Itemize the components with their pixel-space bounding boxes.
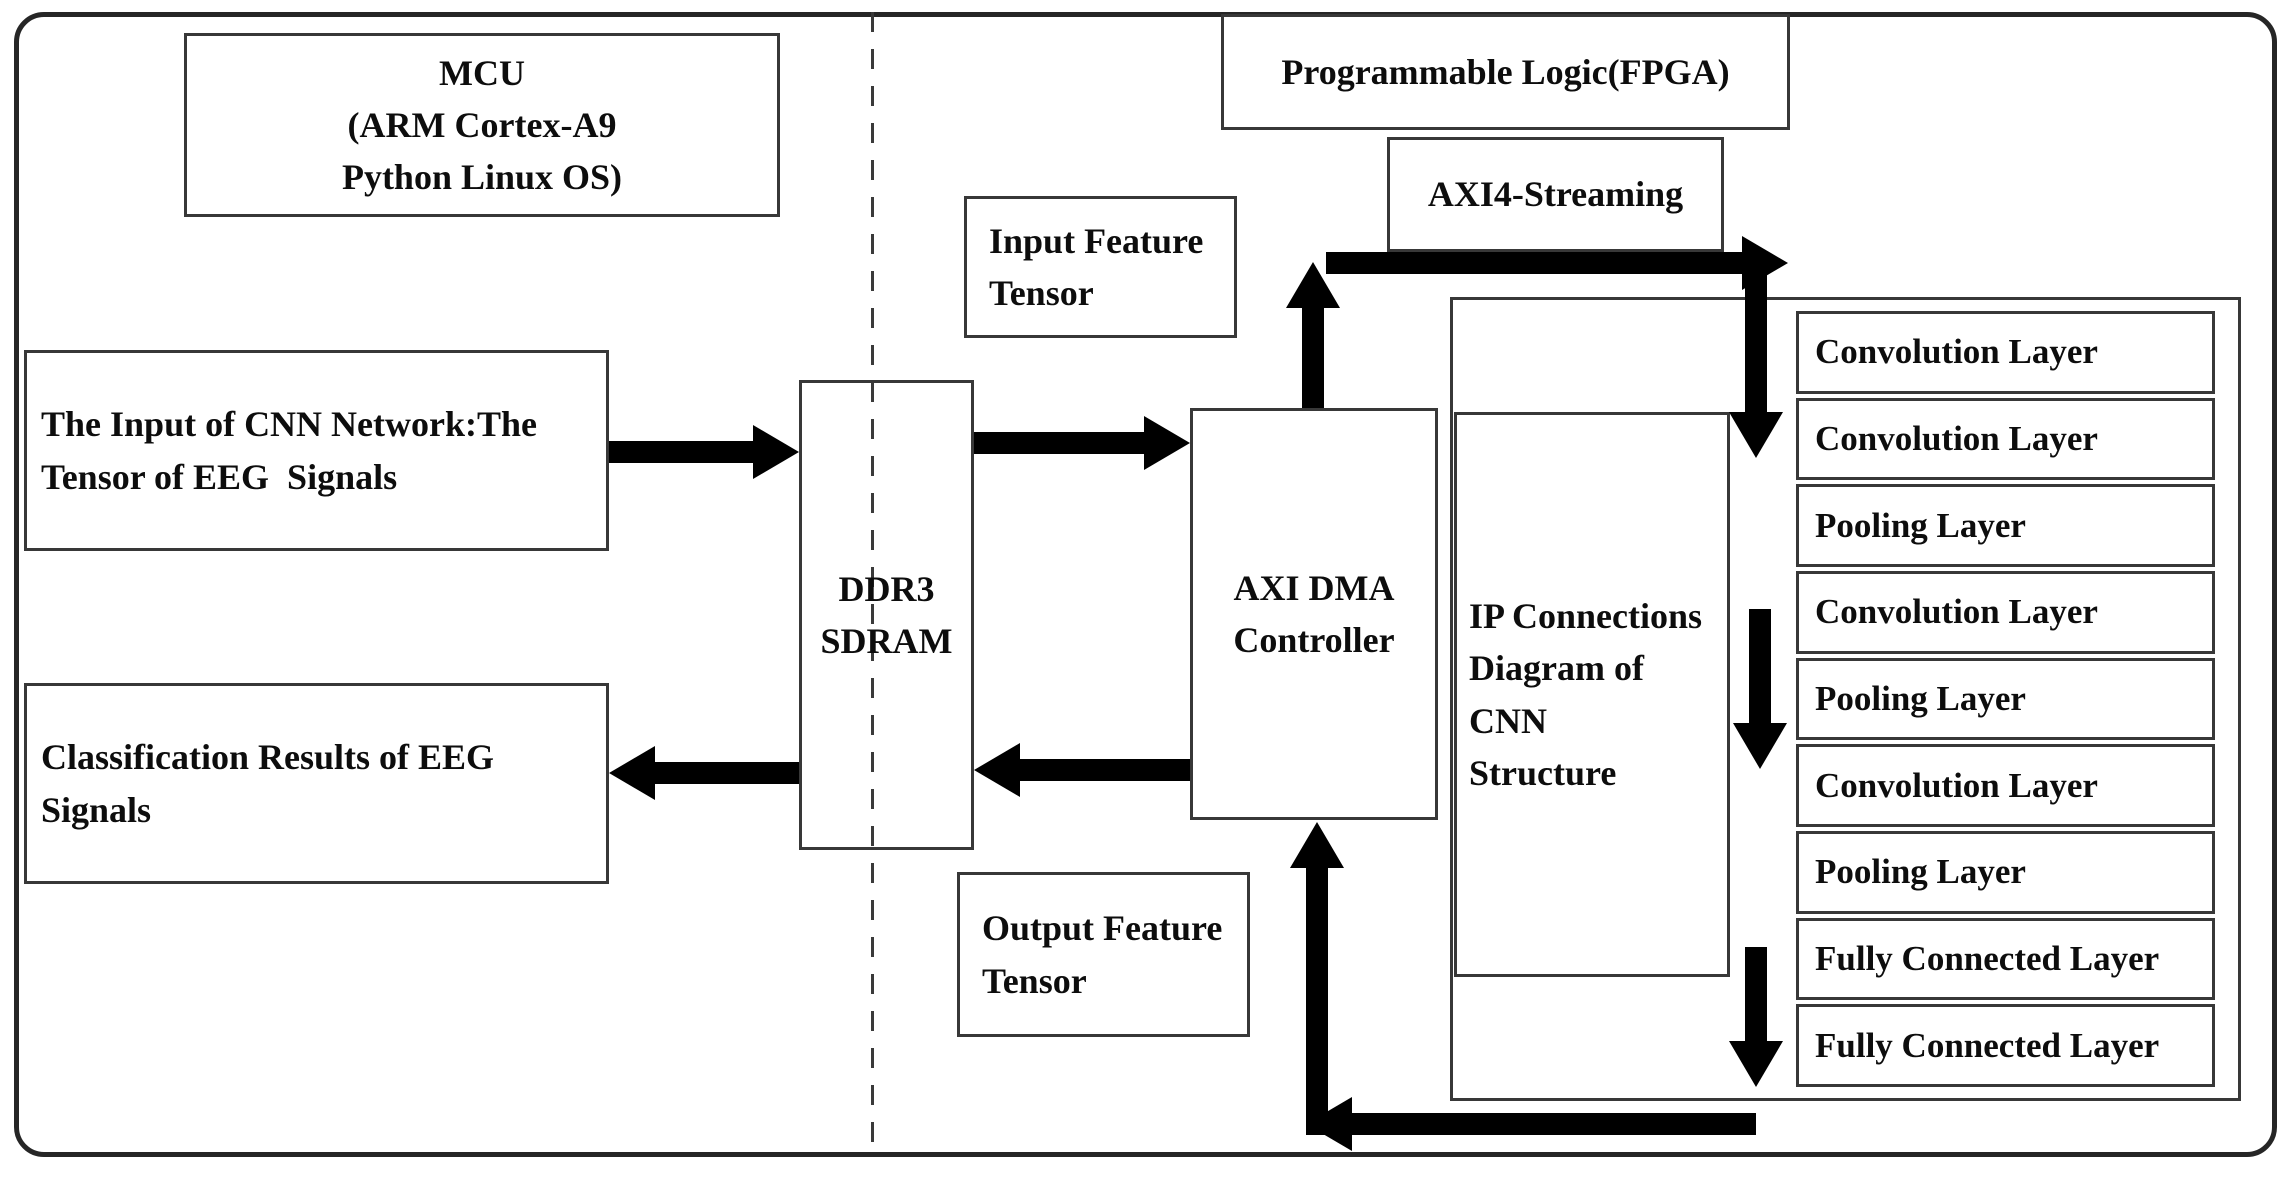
cnn-layer-row: Fully Connected Layer [1796, 917, 2215, 1001]
cnn-input-line1: The Input of CNN Network:The [41, 404, 538, 445]
ip-connections-line4: Structure [1469, 752, 1617, 793]
input-feature-tensor-box: Input Feature Tensor [964, 196, 1237, 338]
mcu-line3: Python Linux OS) [341, 157, 623, 198]
cnn-layer-row: Convolution Layer [1796, 571, 2215, 654]
arrow-layers-down2-head [1733, 723, 1787, 769]
cnn-layer-row: Convolution Layer [1796, 397, 2215, 481]
cnn-layer-label: Pooling Layer [1815, 505, 2026, 545]
arrow-input-to-ddr3-shaft [609, 441, 753, 463]
cnn-structure-container [1450, 297, 2241, 1101]
ddr3-sdram-box: DDR3 SDRAM [799, 380, 974, 850]
input-feature-line2: Tensor [989, 273, 1094, 313]
classification-results-box: Classification Results of EEG Signals [24, 683, 609, 884]
axi4-streaming-label: AXI4-Streaming [1427, 174, 1684, 215]
mcu-line1: MCU [439, 52, 525, 93]
cnn-layer-row: Fully Connected Layer [1796, 1004, 2215, 1088]
ddr3-line2: SDRAM [820, 621, 953, 661]
cnn-layer-row: Convolution Layer [1796, 311, 2215, 394]
arrow-ddr3-to-axidma-shaft [974, 432, 1144, 454]
cnn-layer-row: Pooling Layer [1796, 657, 2215, 741]
cnn-layer-label: Convolution Layer [1815, 332, 2098, 372]
classification-line2: Signals [41, 789, 152, 830]
output-feature-line2: Tensor [982, 960, 1087, 1001]
arrow-up-into-axidma-head [1290, 822, 1344, 868]
arrow-axidma-to-ddr3-shaft [1020, 759, 1190, 781]
ip-connections-line2: Diagram of [1469, 648, 1644, 689]
cnn-layer-label: Convolution Layer [1815, 592, 2098, 632]
axi-dma-controller-box: AXI DMA Controller [1190, 408, 1438, 820]
cnn-layer-label: Convolution Layer [1815, 765, 2098, 805]
ddr3-line1: DDR3 [838, 568, 935, 609]
output-feature-tensor-box: Output Feature Tensor [957, 872, 1250, 1037]
axi-dma-line1: AXI DMA [1233, 567, 1395, 608]
mcu-box: MCU (ARM Cortex-A9 Python Linux OS) [184, 33, 780, 217]
cnn-layer-row: Pooling Layer [1796, 831, 2215, 914]
ip-connections-box: IP Connections Diagram of CNN Structure [1454, 412, 1730, 977]
arrow-layers-down1-head [1729, 412, 1783, 458]
programmable-logic-fpga-box: Programmable Logic(FPGA) [1221, 14, 1790, 130]
arrow-layers-down3-shaft [1745, 947, 1767, 1041]
cnn-layer-row: Pooling Layer [1796, 484, 2215, 568]
cnn-layer-label: Pooling Layer [1815, 679, 2026, 719]
cnn-input-line2: Tensor of EEG Signals [41, 456, 398, 497]
arrow-axi4-stream-shaft [1326, 252, 1742, 274]
output-feature-line1: Output Feature [982, 908, 1223, 949]
outer-frame [14, 12, 2277, 1157]
ip-connections-line3: CNN [1469, 700, 1547, 741]
arrow-ddr3-to-axidma-head [1144, 416, 1190, 470]
arrow-axidma-up-shaft [1302, 306, 1324, 408]
ip-connections-line1: IP Connections [1469, 596, 1703, 637]
arrow-ddr3-to-results-shaft [655, 762, 799, 784]
cnn-layer-label: Convolution Layer [1815, 419, 2098, 458]
axi4-streaming-box: AXI4-Streaming [1387, 137, 1724, 252]
mcu-line2: (ARM Cortex-A9 [347, 104, 617, 145]
axi-dma-line2: Controller [1233, 620, 1395, 660]
cnn-layer-label: Pooling Layer [1815, 852, 2026, 892]
cnn-input-box: The Input of CNN Network:The Tensor of E… [24, 350, 609, 551]
cnn-layer-label: Fully Connected Layer [1815, 939, 2160, 979]
classification-line1: Classification Results of EEG [41, 737, 495, 778]
arrow-layers-down3-head [1729, 1041, 1783, 1087]
arrow-ddr3-to-results-head [609, 746, 655, 800]
cnn-layer-row: Convolution Layer [1796, 744, 2215, 828]
mcu-fpga-divider-dashed-line [871, 12, 874, 1157]
cnn-layer-label: Fully Connected Layer [1815, 1025, 2160, 1065]
arrow-up-into-axidma-shaft [1306, 866, 1328, 1135]
fpga-label: Programmable Logic(FPGA) [1281, 51, 1730, 92]
arrow-axidma-to-ddr3-head [974, 743, 1020, 797]
arrow-return-bottom-shaft [1352, 1113, 1756, 1135]
arrow-layers-down1-shaft [1745, 272, 1767, 412]
arrow-layers-down2-shaft [1749, 609, 1771, 723]
arrow-input-to-ddr3-head [753, 425, 799, 479]
input-feature-line1: Input Feature [989, 220, 1204, 261]
